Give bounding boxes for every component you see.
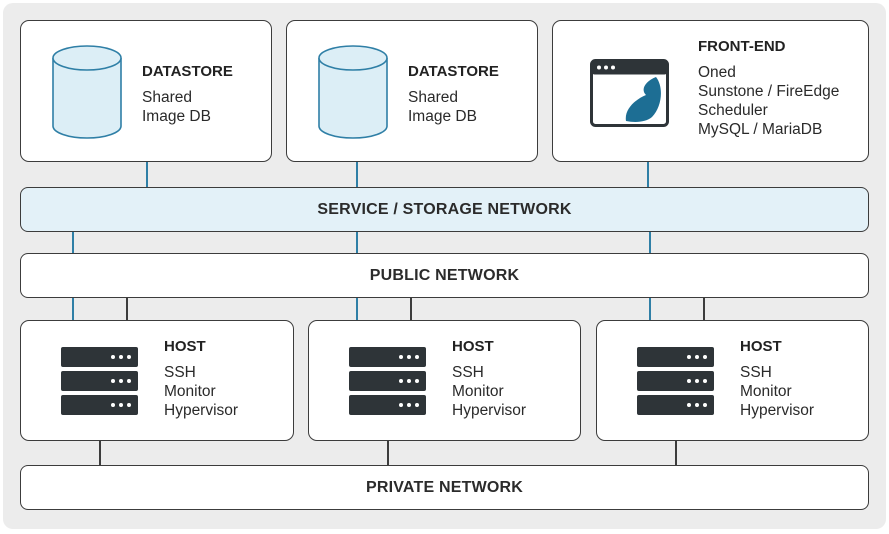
host-line-hypervisor: Hypervisor: [452, 402, 527, 419]
database-icon: [318, 45, 388, 139]
connector-datastore-1-service: [146, 161, 148, 188]
connector-host-2-public: [410, 297, 412, 321]
frontend-line-sunstone: Sunstone / FireEdge: [698, 83, 840, 100]
connector-host-3-private: [675, 440, 677, 466]
datastore-box-2: DATASTORE Shared Image DB: [286, 20, 538, 162]
datastore-title: DATASTORE: [142, 63, 233, 80]
connector-service-public-3: [649, 231, 651, 254]
frontend-line-oned: Oned: [698, 64, 736, 81]
host-line-monitor: Monitor: [164, 383, 216, 400]
datastore-line-shared: Shared: [142, 89, 192, 106]
datastore-line-image-db: Image DB: [142, 108, 211, 125]
connector-host-1-service: [72, 297, 74, 321]
public-network: PUBLIC NETWORK: [20, 253, 869, 298]
datastore-box-1: DATASTORE Shared Image DB: [20, 20, 272, 162]
database-icon: [52, 45, 122, 139]
host-box-3: HOST SSH Monitor Hypervisor: [596, 320, 869, 441]
frontend-line-mysql: MySQL / MariaDB: [698, 121, 823, 138]
connector-host-2-private: [387, 440, 389, 466]
frontend-title: FRONT-END: [698, 38, 786, 55]
frontend-line-scheduler: Scheduler: [698, 102, 768, 119]
host-title: HOST: [740, 338, 782, 355]
browser-window-icon: [590, 59, 669, 127]
host-title: HOST: [452, 338, 494, 355]
connector-host-3-service: [649, 297, 651, 321]
connector-frontend-service: [647, 161, 649, 188]
host-title: HOST: [164, 338, 206, 355]
connector-service-public-1: [72, 231, 74, 254]
host-line-ssh: SSH: [164, 364, 196, 381]
datastore-line-shared: Shared: [408, 89, 458, 106]
host-line-ssh: SSH: [740, 364, 772, 381]
private-network: PRIVATE NETWORK: [20, 465, 869, 510]
host-line-hypervisor: Hypervisor: [740, 402, 815, 419]
host-line-ssh: SSH: [452, 364, 484, 381]
connector-service-public-2: [356, 231, 358, 254]
connector-host-2-service: [356, 297, 358, 321]
connector-host-1-private: [99, 440, 101, 466]
datastore-line-image-db: Image DB: [408, 108, 477, 125]
server-rack-icon: [349, 347, 426, 415]
host-line-monitor: Monitor: [452, 383, 504, 400]
server-rack-icon: [637, 347, 714, 415]
connector-host-1-public: [126, 297, 128, 321]
host-line-hypervisor: Hypervisor: [164, 402, 239, 419]
host-box-2: HOST SSH Monitor Hypervisor: [308, 320, 581, 441]
frontend-box: FRONT-END Oned Sunstone / FireEdge Sched…: [552, 20, 869, 162]
connector-host-3-public: [703, 297, 705, 321]
service-storage-network: SERVICE / STORAGE NETWORK: [20, 187, 869, 232]
datastore-title: DATASTORE: [408, 63, 499, 80]
host-line-monitor: Monitor: [740, 383, 792, 400]
host-box-1: HOST SSH Monitor Hypervisor: [20, 320, 294, 441]
server-rack-icon: [61, 347, 138, 415]
connector-datastore-2-service: [356, 161, 358, 188]
